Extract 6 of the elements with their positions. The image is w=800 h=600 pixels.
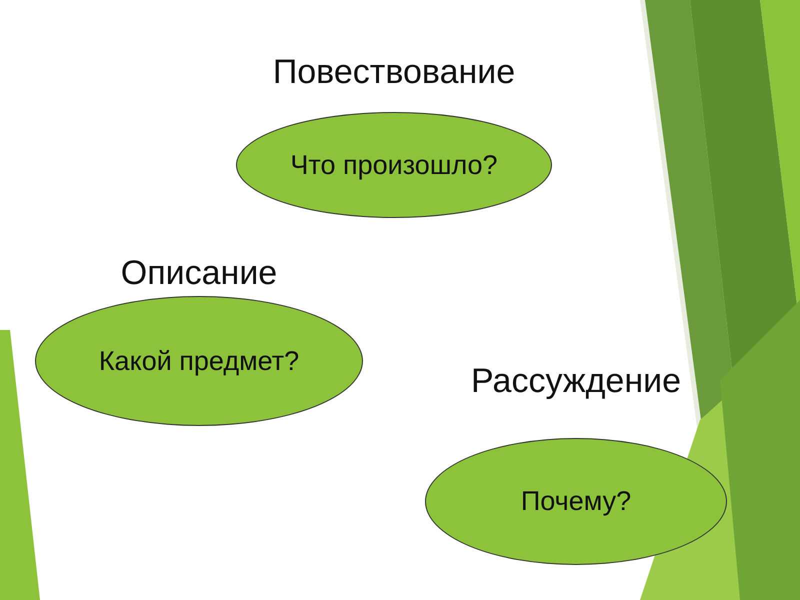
- question-text: Какой предмет?: [98, 346, 300, 376]
- question-text: Что произошло?: [290, 150, 498, 180]
- heading: Рассуждение: [470, 361, 682, 401]
- heading: Описание: [120, 253, 278, 293]
- question-text: Почему?: [520, 486, 632, 517]
- heading: Повествование: [272, 52, 516, 92]
